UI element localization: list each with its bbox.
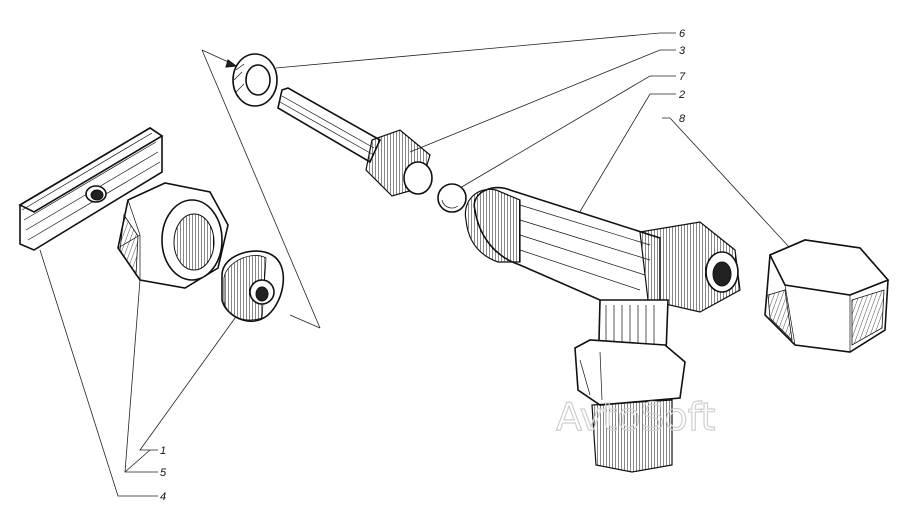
callout-5: 5	[160, 467, 167, 479]
handle-plate-part-4	[18, 127, 164, 251]
leader-lines	[39, 32, 791, 497]
callout-4: 4	[160, 491, 166, 503]
callout-8: 8	[679, 113, 686, 125]
washer-part-6	[232, 53, 278, 107]
cap-nut-part-8	[764, 239, 890, 353]
watermark-text: AvtoSoft	[556, 395, 715, 439]
callout-3: 3	[679, 45, 686, 57]
ball-part-7	[437, 183, 467, 213]
callout-1: 1	[160, 445, 166, 457]
callout-2: 2	[678, 89, 685, 101]
valve-body-part-2	[464, 186, 741, 473]
callout-6: 6	[679, 28, 686, 40]
hex-nut-part-5	[117, 182, 229, 289]
valve-stem-part-3	[277, 87, 433, 197]
knurled-ring-part-1	[221, 250, 285, 322]
callout-7: 7	[679, 71, 686, 83]
callout-labels: 6 3 7 2 8 1 5 4	[160, 28, 686, 503]
